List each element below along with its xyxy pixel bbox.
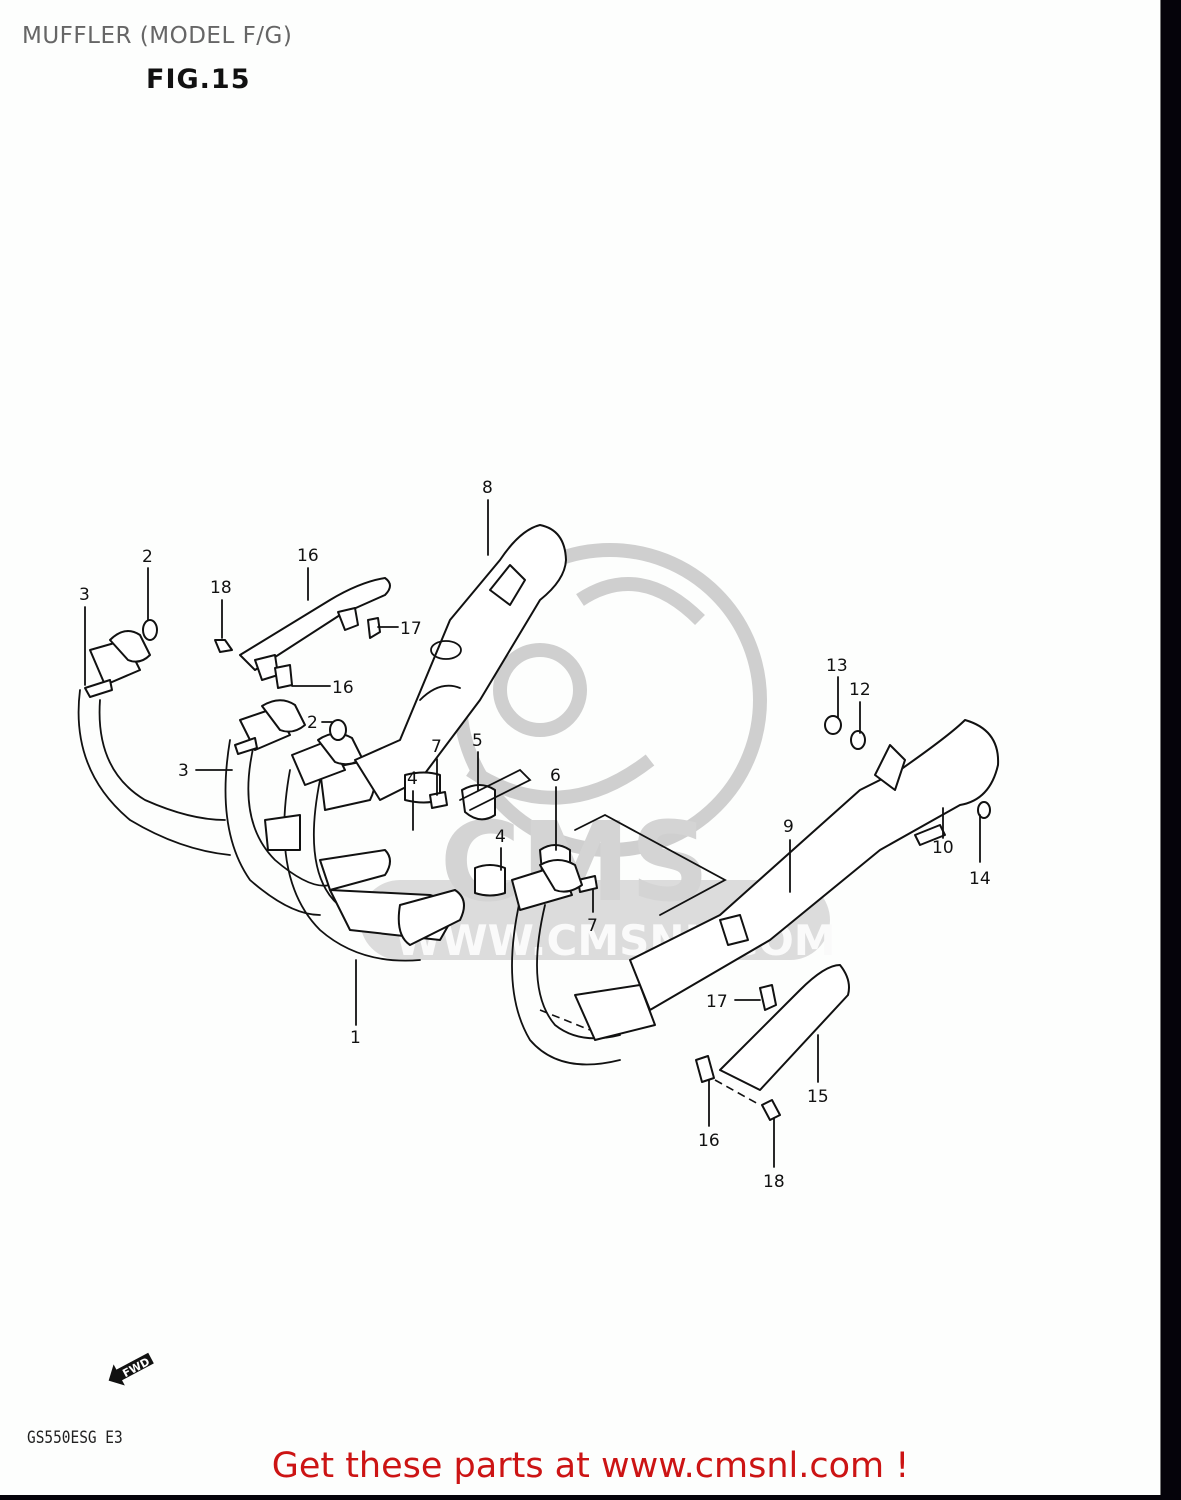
callout-9[interactable]: 9 (783, 817, 794, 837)
promo-link[interactable]: Get these parts at www.cmsnl.com ! (271, 1446, 910, 1486)
callout-1[interactable]: 1 (350, 1028, 361, 1048)
callout-13[interactable]: 14 (969, 869, 991, 889)
callout-17[interactable]: 17 (400, 619, 422, 639)
callout-2[interactable]: 2 (142, 547, 153, 567)
callout-8[interactable]: 8 (482, 478, 493, 498)
promo-banner: Get these parts at www.cmsnl.com ! (0, 1446, 1181, 1486)
callout-4[interactable]: 4 (495, 827, 506, 847)
figure-label: FIG.15 (146, 64, 251, 95)
heat-shield-right-part (695, 964, 850, 1121)
callout-2[interactable]: 2 (307, 713, 318, 733)
guide-lines (459, 768, 761, 1106)
callout-6[interactable]: 6 (550, 766, 561, 786)
callout-16[interactable]: 16 (332, 678, 354, 698)
callout-12[interactable]: 13 (826, 656, 848, 676)
callout-4[interactable]: 4 (407, 769, 418, 789)
small-parts-right (824, 715, 991, 846)
right-exhaust-pipe-part (511, 859, 656, 1066)
heat-shield-left-part (214, 577, 391, 689)
model-code: GS550ESG E3 (27, 1428, 123, 1448)
callout-18[interactable]: 18 (210, 578, 232, 598)
callout-16[interactable]: 16 (698, 1131, 720, 1151)
callouts: 8 2 3 16 18 17 16 2 3 7 5 4 6 4 7 1 13 1… (79, 478, 991, 1192)
callout-17[interactable]: 17 (706, 992, 728, 1012)
callout-14[interactable]: 16 (297, 546, 319, 566)
callout-10[interactable]: 10 (932, 838, 954, 858)
right-border (1160, 0, 1181, 1500)
callout-7[interactable]: 7 (431, 737, 442, 757)
forward-arrow-icon: FWD (108, 1352, 154, 1386)
page-title: MUFFLER (MODEL F/G) (22, 23, 293, 49)
bottom-border (0, 1495, 1181, 1500)
muffler-right-part (629, 719, 1000, 1011)
callout-5[interactable]: 5 (472, 731, 483, 751)
callout-3[interactable]: 3 (178, 761, 189, 781)
fwd-label: FWD (120, 1355, 152, 1380)
exhaust-pipe-assembly-part (77, 689, 465, 962)
muffler-left-part (354, 524, 567, 801)
callout-7[interactable]: 7 (587, 916, 598, 936)
callout-18[interactable]: 18 (763, 1172, 785, 1192)
callout-3[interactable]: 3 (79, 585, 90, 605)
leader-lines (84, 499, 981, 1168)
callout-15[interactable]: 15 (807, 1087, 829, 1107)
left-flange-clamps (89, 630, 363, 786)
callout-11[interactable]: 12 (849, 680, 871, 700)
